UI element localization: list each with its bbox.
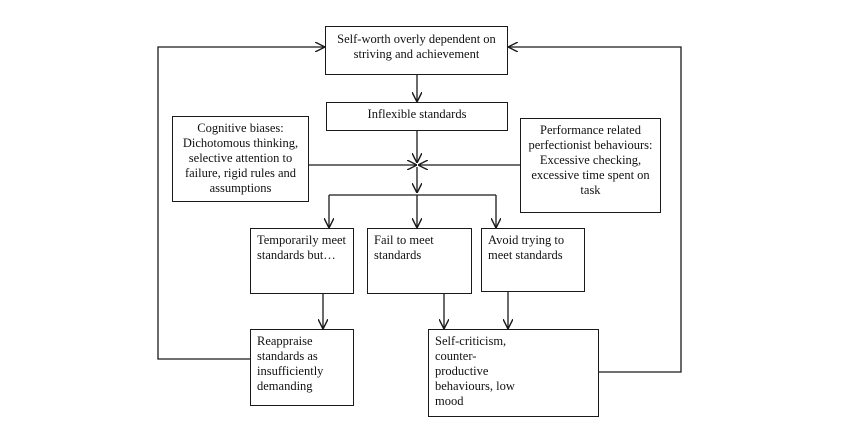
inflexible-standards-box: Inflexible standards <box>326 102 508 131</box>
feedback-loop-right <box>508 47 682 373</box>
self-worth-text: Self-worth overly dependent on striving … <box>337 32 496 61</box>
performance-behaviours-text: Performance related perfectionist behavi… <box>528 123 653 197</box>
temporarily-meet-box: Temporarily meet standards but… <box>250 228 354 294</box>
self-worth-box: Self-worth overly dependent on striving … <box>325 26 508 75</box>
cognitive-biases-box: Cognitive biases: Dichotomous thinking, … <box>172 116 309 202</box>
inflexible-standards-text: Inflexible standards <box>367 107 467 121</box>
fail-to-meet-box: Fail to meet standards <box>367 228 472 294</box>
self-criticism-box: Self-criticism, counter-productive behav… <box>428 329 599 417</box>
fail-to-meet-text: Fail to meet standards <box>374 233 434 262</box>
avoid-trying-text: Avoid trying to meet standards <box>488 233 565 262</box>
temporarily-meet-text: Temporarily meet standards but… <box>257 233 347 262</box>
feedback-loop-left <box>157 47 325 360</box>
avoid-trying-box: Avoid trying to meet standards <box>481 228 585 292</box>
self-criticism-text: Self-criticism, counter-productive behav… <box>435 334 515 408</box>
cognitive-biases-text: Cognitive biases: Dichotomous thinking, … <box>182 121 299 195</box>
reappraise-standards-text: Reappraise standards as insufficiently d… <box>257 334 324 393</box>
performance-behaviours-box: Performance related perfectionist behavi… <box>520 118 661 213</box>
reappraise-standards-box: Reappraise standards as insufficiently d… <box>250 329 354 406</box>
